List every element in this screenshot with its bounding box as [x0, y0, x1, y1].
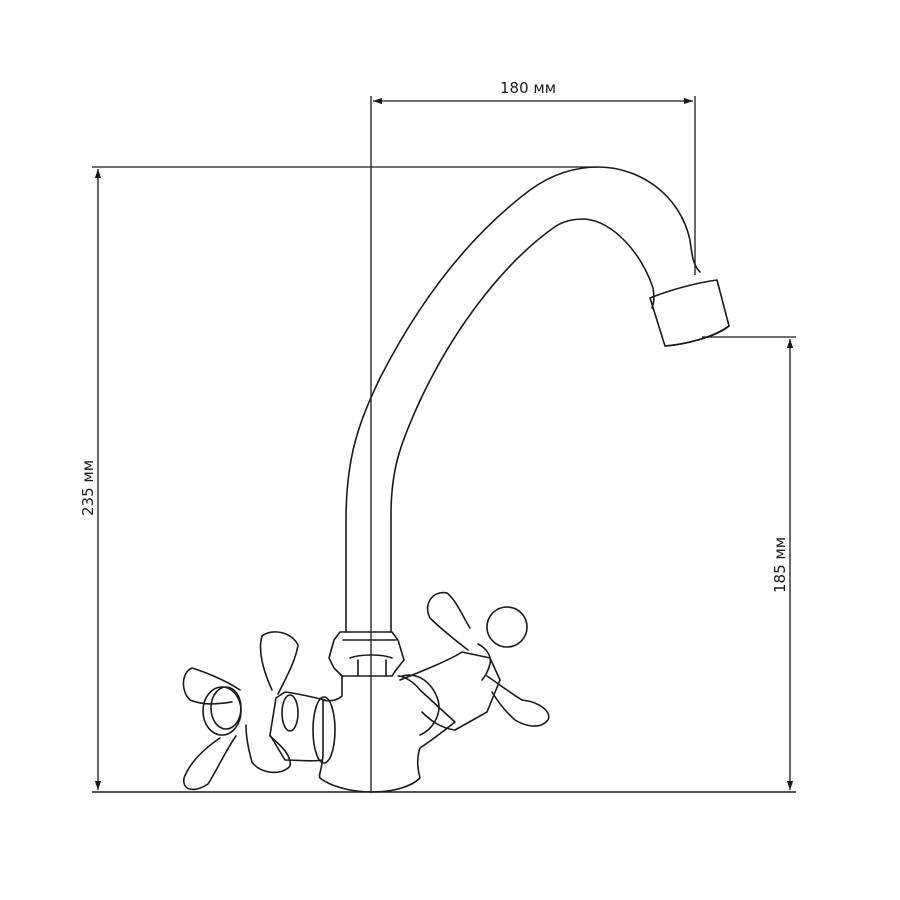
right-valve-ring: [402, 675, 439, 735]
right-cross-handle: [428, 593, 549, 726]
hex-nut: [329, 632, 404, 676]
left-valve-neck: [270, 692, 325, 761]
faucet-body: [319, 676, 455, 792]
total-height-dimension-label: 235 мм: [79, 459, 97, 517]
faucet-outline: [183, 167, 729, 792]
left-valve-ring: [313, 697, 335, 763]
right-handle-cap: [487, 607, 527, 647]
spout-aerator: [650, 280, 729, 346]
right-valve-neck: [400, 652, 500, 730]
outlet-height-dimension-label: 185 мм: [771, 536, 789, 594]
aerator-bottom-ellipse: [665, 326, 729, 346]
hex-nut-face: [350, 655, 392, 658]
reach-dimension-label: 180 мм: [500, 79, 557, 97]
dimension-lines: [92, 96, 796, 793]
spout-inner-edge: [391, 219, 654, 632]
spout-outer-edge: [346, 167, 700, 632]
left-cross-handle: [183, 632, 298, 790]
